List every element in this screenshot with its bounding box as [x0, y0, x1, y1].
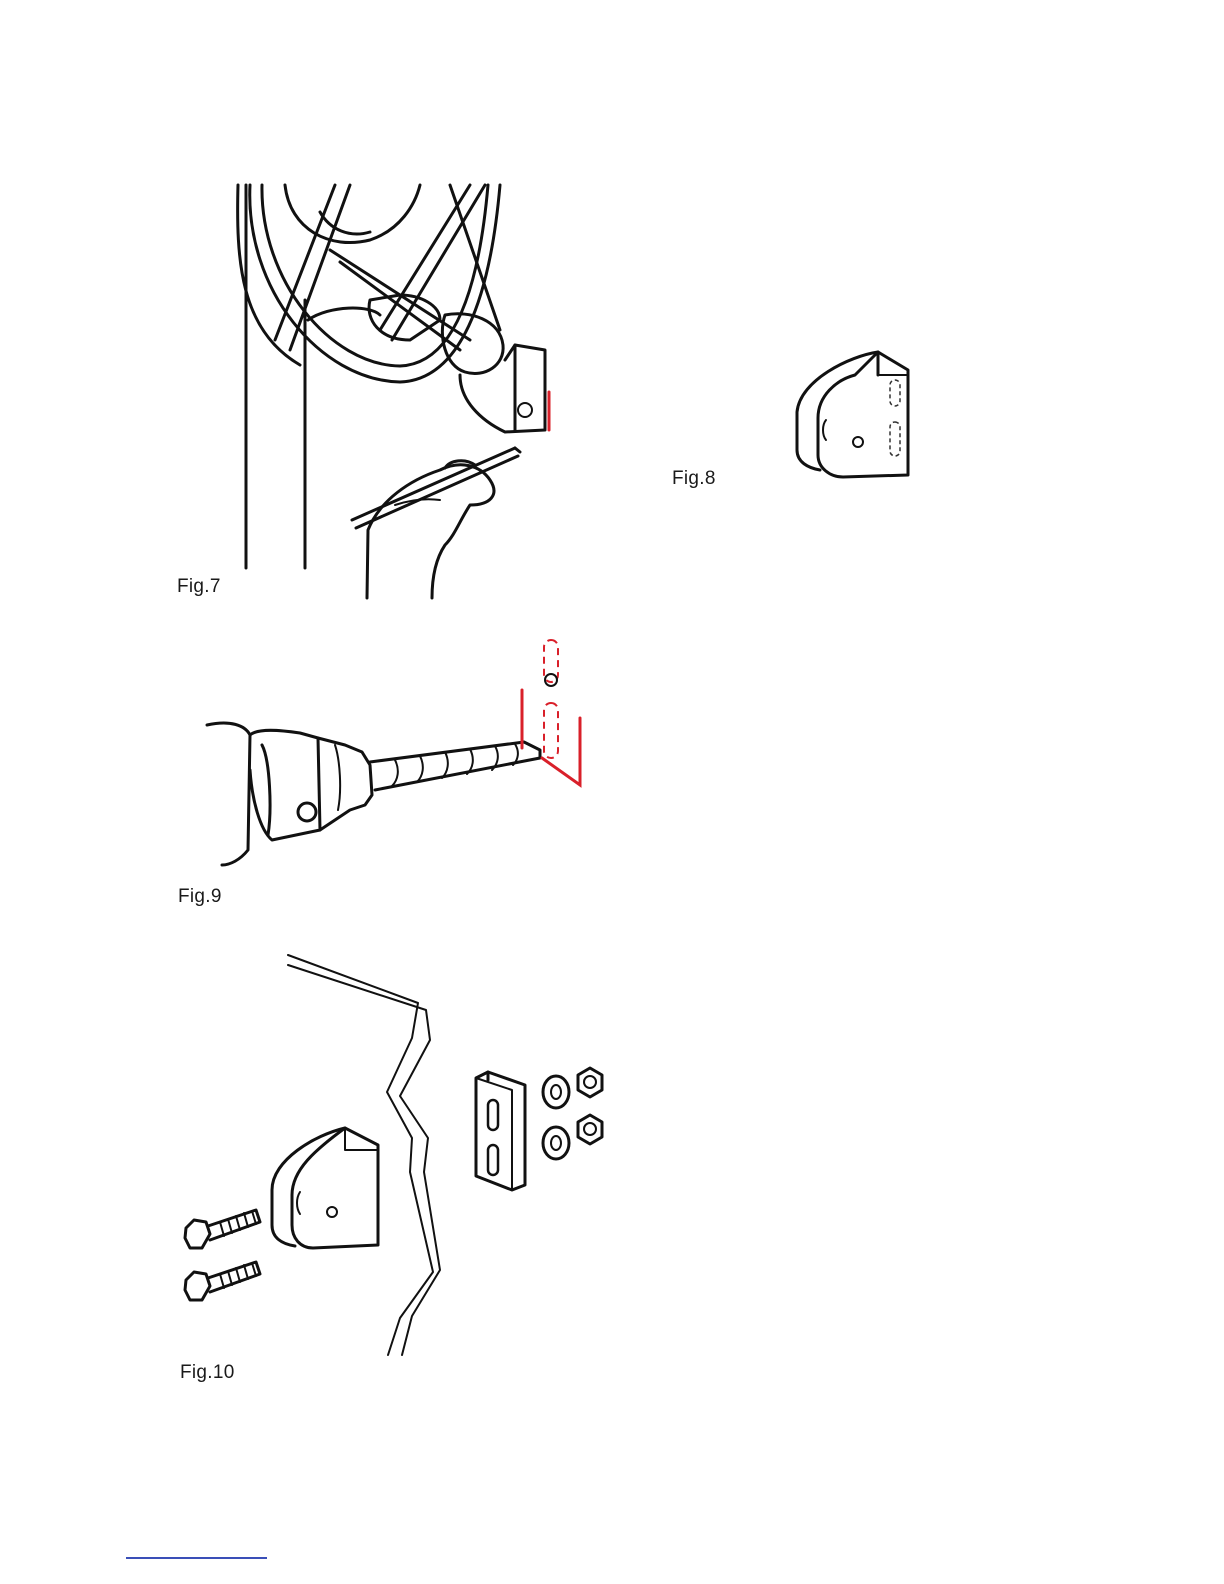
- fig8-caption: Fig.8: [672, 468, 716, 490]
- fig9-illustration: [207, 640, 580, 865]
- fig9-caption: Fig.9: [178, 886, 222, 908]
- footer-rule: [126, 1557, 267, 1559]
- fig8-illustration: [797, 352, 908, 477]
- fig10-caption: Fig.10: [180, 1362, 235, 1384]
- fig7-caption: Fig.7: [177, 576, 221, 598]
- fig10-illustration: [185, 955, 602, 1355]
- fig7-illustration: [238, 185, 549, 598]
